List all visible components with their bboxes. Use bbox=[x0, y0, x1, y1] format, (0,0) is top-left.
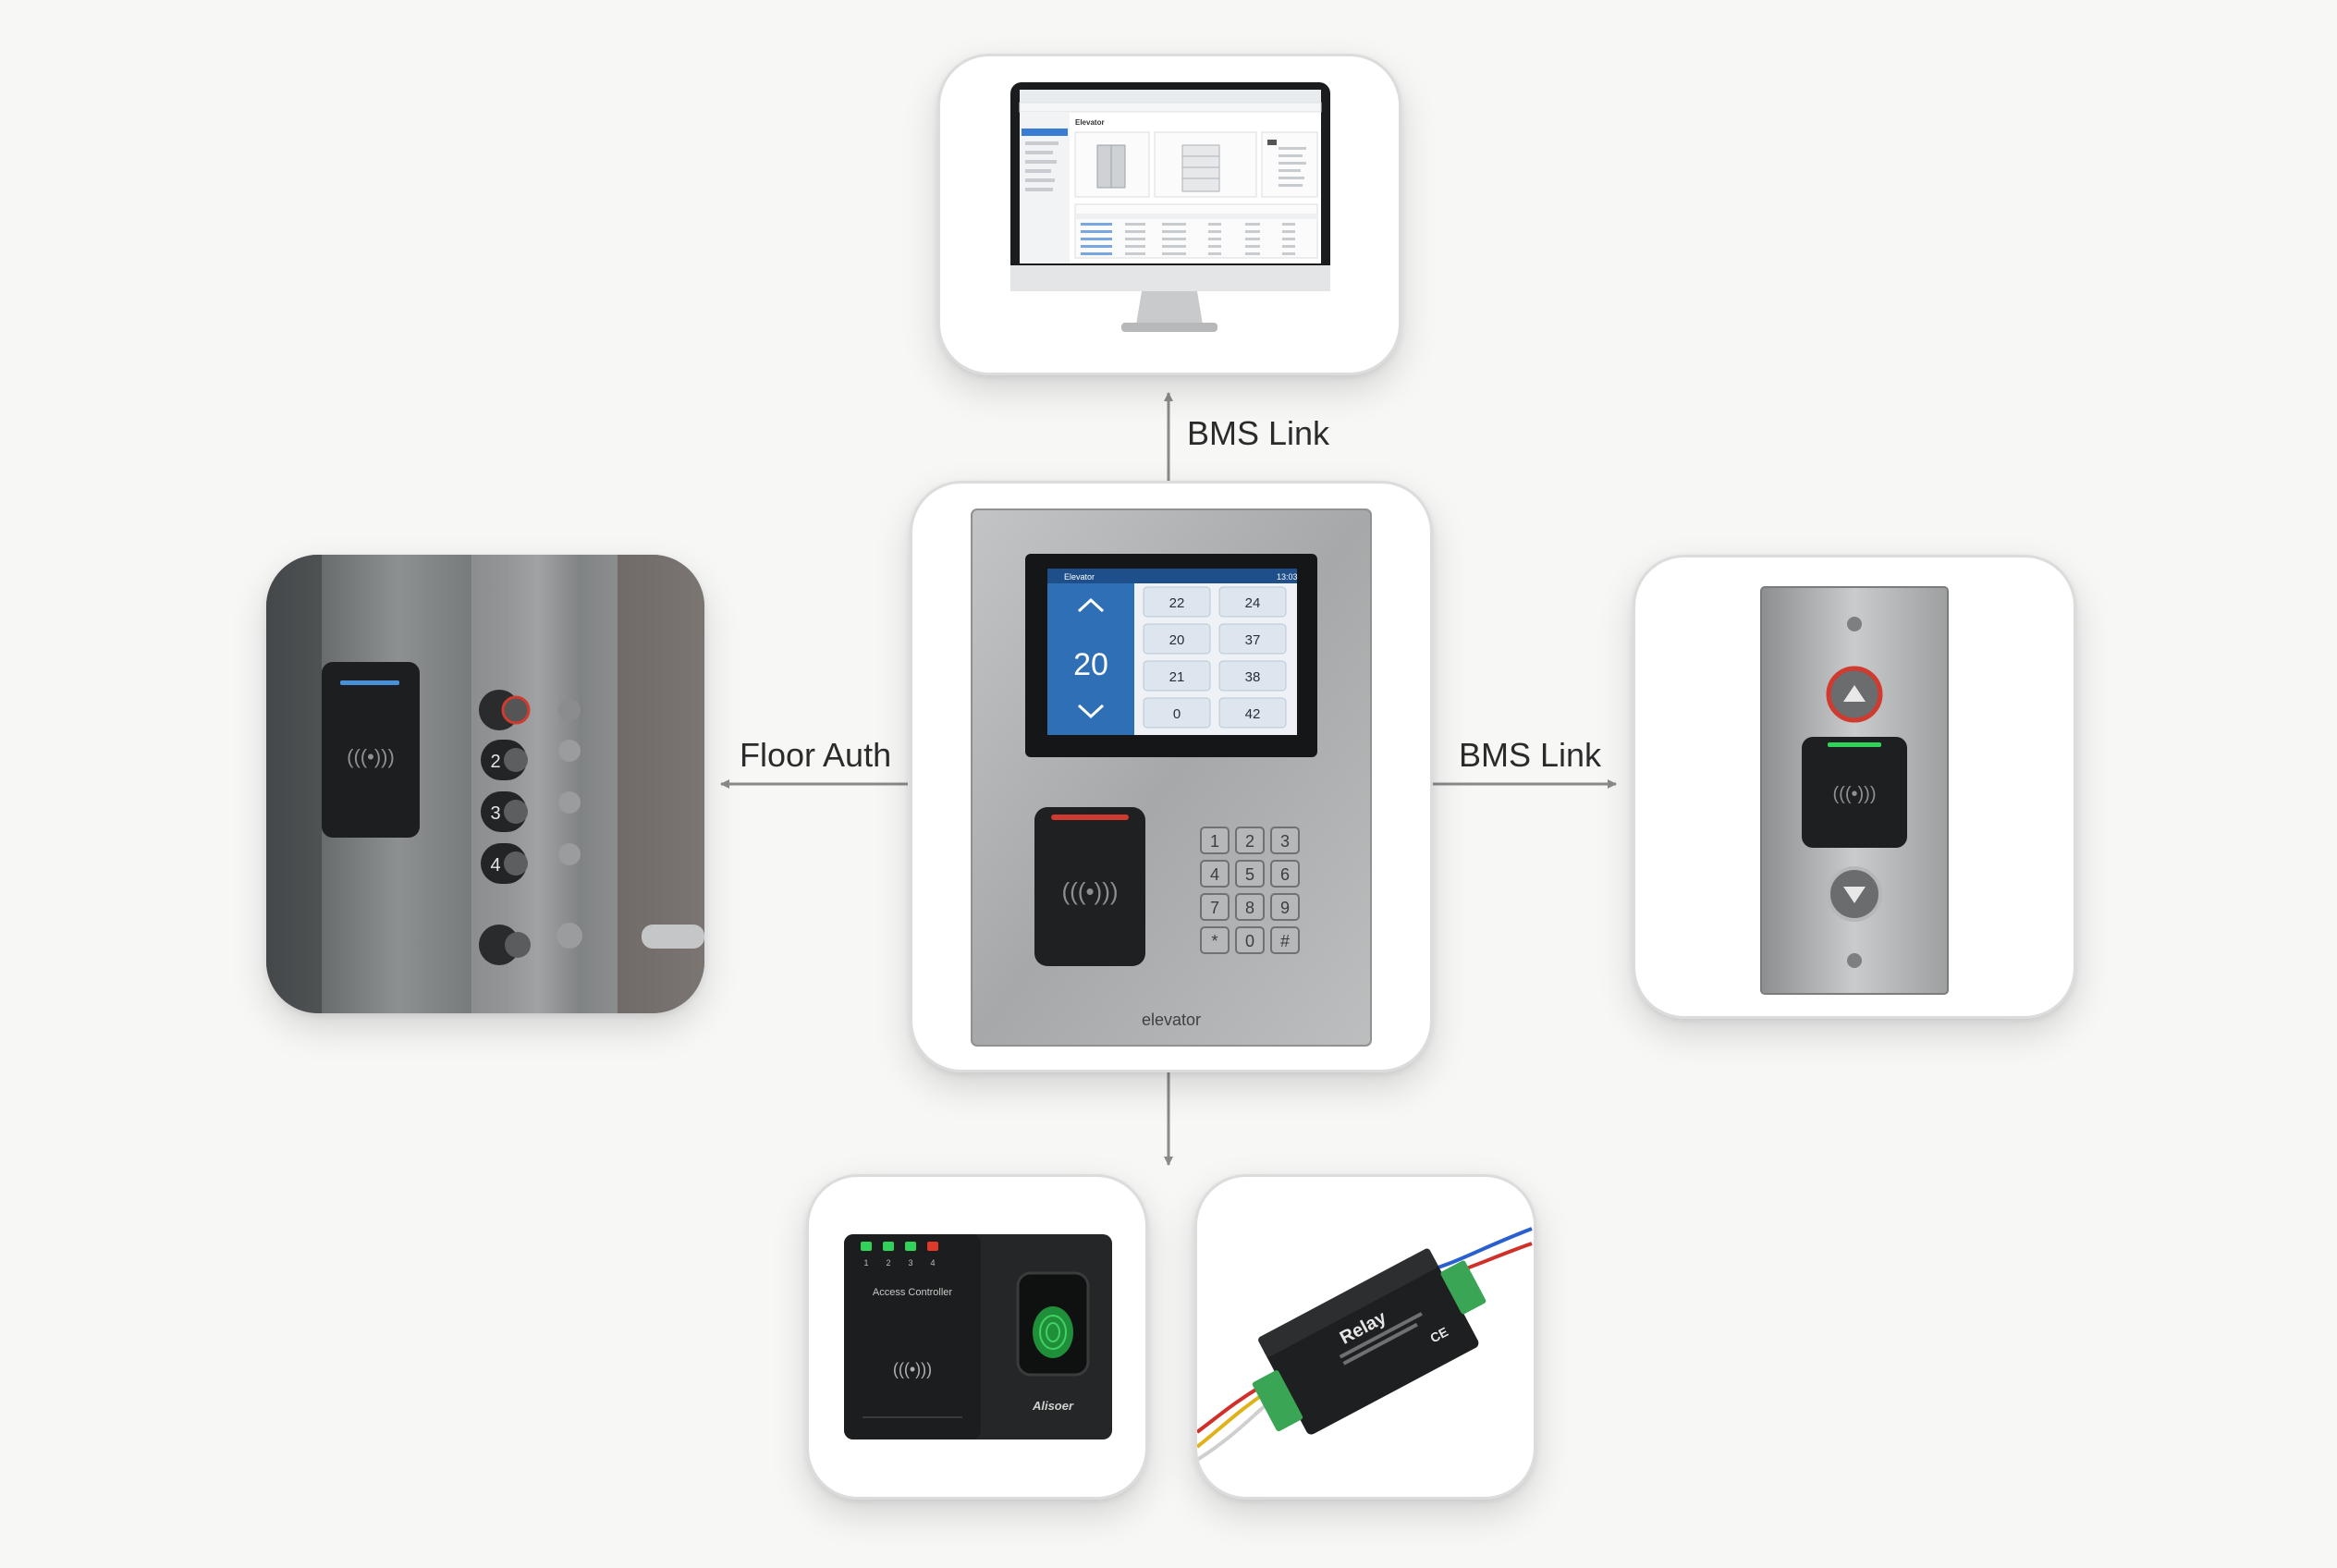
floor-button[interactable]: 0 bbox=[1143, 697, 1211, 729]
status-led-number: 1 bbox=[863, 1258, 868, 1268]
floor-button-grid: 22 24 20 37 21 38 0 42 bbox=[1143, 586, 1287, 729]
floor-button[interactable]: 24 bbox=[1218, 586, 1287, 618]
status-led: 3 bbox=[905, 1242, 916, 1268]
hall-nfc-icon: (((•))) bbox=[1833, 784, 1877, 804]
monitor-card: Elevator bbox=[937, 54, 1401, 375]
hall-station-illustration: (((•))) bbox=[1760, 586, 1949, 995]
floor-button-label: 38 bbox=[1245, 669, 1261, 685]
cab-floor-key[interactable]: 3 bbox=[481, 791, 581, 832]
keypad-key-label: 0 bbox=[1245, 932, 1254, 950]
keypad-key[interactable]: 4 bbox=[1200, 860, 1230, 888]
controller-label: Access Controller bbox=[873, 1287, 953, 1298]
cab-floor-key-label: 3 bbox=[490, 803, 500, 824]
relay-module-card: Relay CE bbox=[1194, 1174, 1536, 1500]
keypad-key[interactable]: # bbox=[1270, 926, 1300, 954]
keypad-key[interactable]: 0 bbox=[1235, 926, 1265, 954]
cab-floor-key-label: 2 bbox=[490, 752, 500, 772]
floor-button-label: 37 bbox=[1245, 632, 1261, 648]
status-led-number: 4 bbox=[930, 1258, 935, 1268]
monitor-illustration: Elevator bbox=[1010, 82, 1330, 332]
keypad-key-label: 4 bbox=[1210, 865, 1219, 884]
status-leds: 1 2 3 4 bbox=[861, 1242, 938, 1268]
edge-label-left: Floor Auth bbox=[740, 736, 892, 774]
controller-brand: Alisoer bbox=[1032, 1399, 1074, 1413]
edge-label-right: BMS Link bbox=[1459, 736, 1602, 774]
cab-panel-card: (((•))) 2 3 4 bbox=[266, 555, 704, 1013]
floor-button-label: 24 bbox=[1245, 595, 1261, 611]
status-led: 2 bbox=[883, 1242, 894, 1268]
floor-button-label: 21 bbox=[1169, 669, 1185, 685]
keypad-key-label: 6 bbox=[1280, 865, 1290, 884]
keypad-key[interactable]: 8 bbox=[1235, 893, 1265, 921]
keypad-key-label: 9 bbox=[1280, 899, 1290, 917]
access-controller-card: 1 2 3 4 Access Controller (((•))) Alisoer bbox=[806, 1174, 1148, 1500]
floor-button[interactable]: 21 bbox=[1143, 660, 1211, 692]
keypad-key[interactable]: 7 bbox=[1200, 893, 1230, 921]
keypad-key[interactable]: 5 bbox=[1235, 860, 1265, 888]
keypad-key-label: 5 bbox=[1245, 865, 1254, 884]
keypad-key-label: 7 bbox=[1210, 899, 1219, 917]
keypad-key-label: 2 bbox=[1245, 832, 1254, 851]
status-led-number: 3 bbox=[908, 1258, 912, 1268]
keypad-key[interactable]: 1 bbox=[1200, 827, 1230, 854]
hall-station-card: (((•))) bbox=[1633, 555, 2076, 1019]
cab-floor-key[interactable]: 4 bbox=[481, 843, 581, 884]
panel-brand: elevator bbox=[1142, 1011, 1201, 1029]
relay-module-illustration: Relay CE bbox=[1197, 1227, 1533, 1462]
floor-button[interactable]: 42 bbox=[1218, 697, 1287, 729]
status-led: 4 bbox=[927, 1242, 938, 1268]
current-floor: 20 bbox=[1073, 647, 1108, 682]
floor-button[interactable]: 20 bbox=[1143, 623, 1211, 655]
keypad-key-label: # bbox=[1280, 932, 1290, 950]
fingerprint-sensor[interactable] bbox=[1033, 1306, 1073, 1358]
keypad-key[interactable]: * bbox=[1200, 926, 1230, 954]
cab-floor-key[interactable]: 2 bbox=[481, 740, 581, 780]
floor-button[interactable]: 22 bbox=[1143, 586, 1211, 618]
keypad-key[interactable]: 2 bbox=[1235, 827, 1265, 854]
status-led: 1 bbox=[861, 1242, 872, 1268]
nfc-reader-icon: (((•))) bbox=[1061, 877, 1118, 905]
cab-floor-key-label: 4 bbox=[490, 855, 500, 876]
monitor-page-title: Elevator bbox=[1075, 118, 1105, 127]
keypad: 1 2 3 4 5 6 7 8 9 * 0 # bbox=[1200, 827, 1300, 954]
cab-floor-keys: 2 3 4 bbox=[481, 740, 581, 884]
floor-button[interactable]: 38 bbox=[1218, 660, 1287, 692]
floor-button-label: 0 bbox=[1173, 706, 1181, 722]
status-led-number: 2 bbox=[886, 1258, 890, 1268]
controller-nfc-icon: (((•))) bbox=[893, 1360, 932, 1378]
floor-button-label: 22 bbox=[1169, 595, 1185, 611]
floor-button-label: 20 bbox=[1169, 632, 1185, 648]
keypad-key[interactable]: 9 bbox=[1270, 893, 1300, 921]
cab-reader-nfc-icon: (((•))) bbox=[347, 745, 395, 768]
edge-label-top: BMS Link bbox=[1187, 414, 1330, 452]
keypad-key[interactable]: 3 bbox=[1270, 827, 1300, 854]
floor-button[interactable]: 37 bbox=[1218, 623, 1287, 655]
keypad-key-label: 8 bbox=[1245, 899, 1254, 917]
floor-button-label: 42 bbox=[1245, 706, 1261, 722]
cab-panel-illustration: (((•))) 2 3 4 bbox=[266, 555, 704, 1013]
access-controller-illustration: 1 2 3 4 Access Controller (((•))) Alisoer bbox=[844, 1234, 1112, 1439]
keypad-key-label: 1 bbox=[1210, 832, 1219, 851]
keypad-key[interactable]: 6 bbox=[1270, 860, 1300, 888]
screen-clock: 13:03 bbox=[1277, 572, 1298, 582]
keypad-key-label: * bbox=[1211, 932, 1217, 950]
screen-title: Elevator bbox=[1064, 572, 1095, 582]
keypad-key-label: 3 bbox=[1280, 832, 1290, 851]
